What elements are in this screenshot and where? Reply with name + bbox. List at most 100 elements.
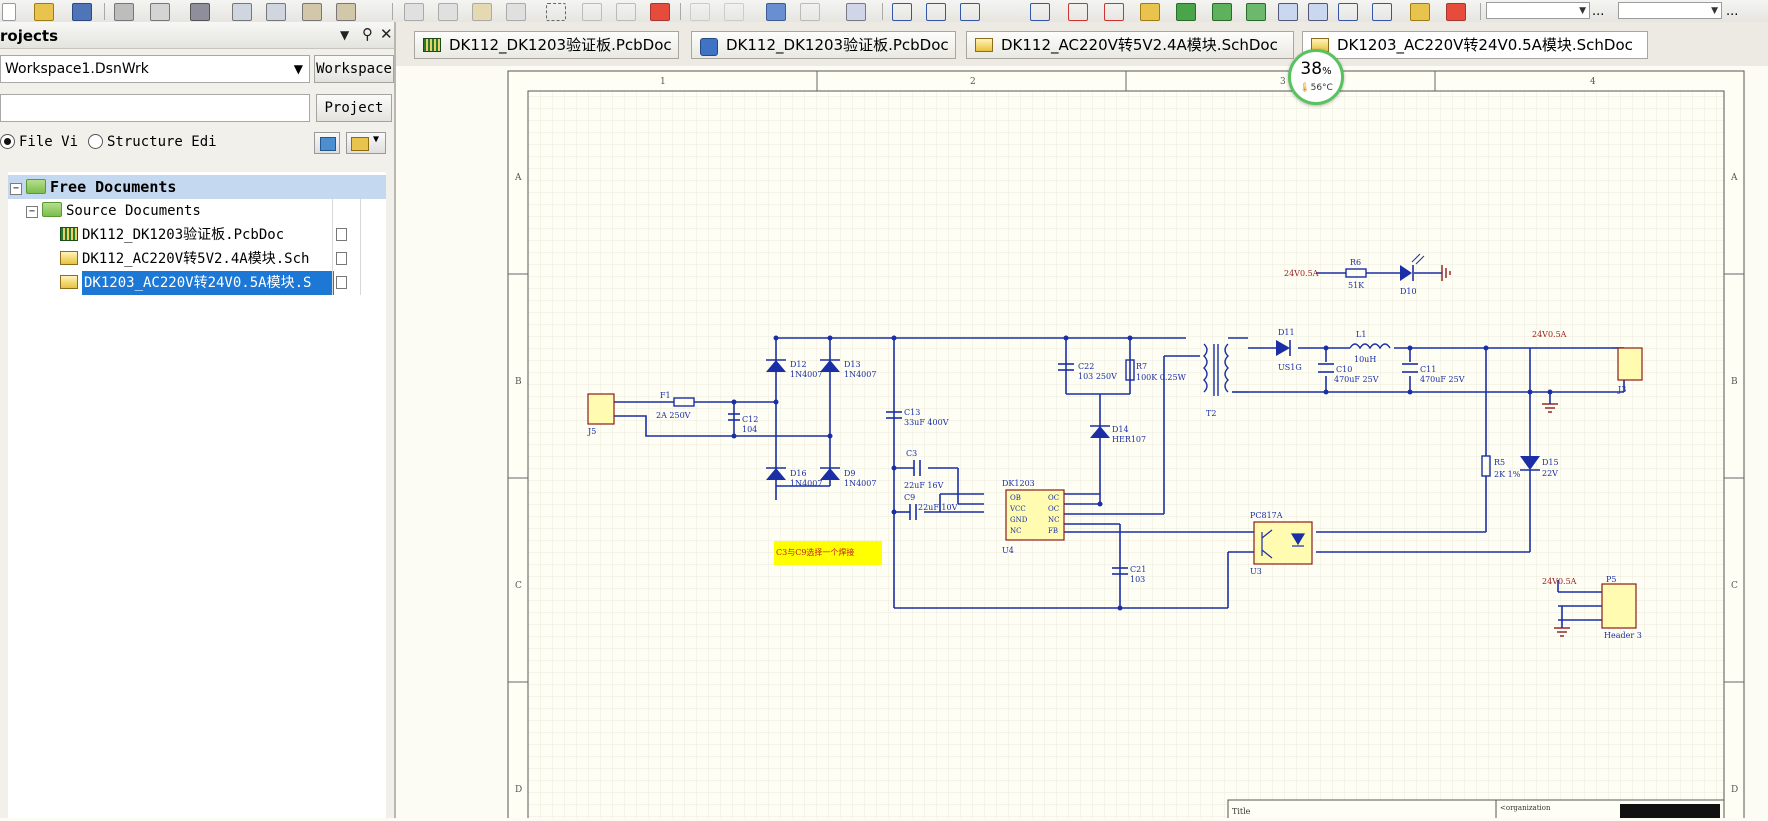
net-label-24v-j3[interactable]: 24V0.5A (1532, 330, 1567, 339)
open-project-icon[interactable] (190, 3, 210, 21)
move-icon[interactable] (582, 3, 602, 21)
project-input[interactable] (0, 94, 310, 122)
copy-icon[interactable] (438, 3, 458, 21)
project-menu-icon[interactable]: ▼ (346, 132, 386, 154)
place-bus-icon[interactable] (926, 3, 946, 21)
file-view-option[interactable]: File Vi (0, 134, 78, 150)
tree-item-source-documents[interactable]: −Source Documents (26, 199, 386, 223)
tab-pcb-2[interactable]: DK112_DK1203验证板.PcbDoc (691, 31, 956, 59)
connector-j5[interactable] (587, 393, 615, 425)
header-p5[interactable] (1601, 583, 1637, 629)
ground-symbol[interactable] (1441, 265, 1451, 281)
place-text-icon[interactable] (1372, 3, 1392, 21)
edit-icon[interactable] (1410, 3, 1430, 21)
close-icon[interactable]: ✕ (380, 25, 393, 43)
tab-sch-5v[interactable]: DK112_AC220V转5V2.4A模块.SchDoc (966, 31, 1294, 59)
diode-d11[interactable] (1276, 340, 1291, 356)
structure-editor-option[interactable]: Structure Edi (88, 134, 217, 150)
place-sheet-entry-icon[interactable] (1212, 3, 1232, 21)
place-offsheet-icon[interactable] (1308, 3, 1328, 21)
ic-u4-dk1203[interactable] (1005, 489, 1065, 541)
save-icon[interactable] (72, 3, 92, 21)
place-net-label-icon[interactable] (1030, 3, 1050, 21)
place-part-icon[interactable] (1140, 3, 1160, 21)
resistor-r5[interactable] (1481, 455, 1491, 477)
panel-menu-icon[interactable]: ▼ (340, 28, 350, 42)
pen-icon[interactable] (800, 3, 820, 21)
tree-item-free-documents[interactable]: −Free Documents (8, 175, 386, 199)
select-area-icon[interactable] (546, 3, 566, 21)
cross-probe-icon[interactable] (302, 3, 322, 21)
filter-combo[interactable]: ▼ (1618, 2, 1722, 19)
open-folder-icon[interactable] (34, 3, 54, 21)
connector-j3[interactable] (1617, 347, 1643, 381)
led-d10[interactable] (1400, 253, 1425, 281)
resistor-r6[interactable] (1345, 268, 1367, 278)
clear-selection-icon[interactable] (650, 3, 670, 21)
fuse-f1[interactable] (673, 397, 695, 407)
print-preview-icon[interactable] (150, 3, 170, 21)
collapse-icon[interactable]: − (26, 206, 38, 218)
diode-d9[interactable] (820, 468, 840, 480)
tree-item-file-selected[interactable]: DK1203_AC220V转24V0.5A模块.S (60, 271, 386, 295)
project-button[interactable]: Project (316, 94, 392, 122)
print-icon[interactable] (114, 3, 134, 21)
capacitor-c12[interactable] (728, 413, 740, 421)
tree-item-file[interactable]: DK112_AC220V转5V2.4A模块.Sch (60, 247, 330, 271)
inductor-l1[interactable] (1349, 343, 1391, 350)
project-options-icon[interactable] (314, 132, 340, 154)
place-port-icon[interactable] (1278, 3, 1298, 21)
pin-icon[interactable]: ⚲ (362, 25, 373, 43)
net-label-24v-p5[interactable]: 24V0.5A (1542, 577, 1577, 586)
place-directive-icon[interactable] (1338, 3, 1358, 21)
zoom-selected-icon[interactable] (266, 3, 286, 21)
tree-item-file[interactable]: DK112_DK1203验证板.PcbDoc (60, 223, 330, 247)
place-vcc-icon[interactable] (1104, 3, 1124, 21)
capacitor-c10[interactable] (1318, 363, 1334, 373)
transformer-t2[interactable] (1203, 343, 1229, 396)
toolbar-ellipsis[interactable]: ... (1592, 4, 1605, 19)
optocoupler-u3[interactable] (1253, 521, 1313, 565)
note-text[interactable]: C3与C9选择一个焊接 (776, 547, 854, 557)
zener-d15[interactable] (1520, 456, 1540, 471)
capacitor-c22[interactable] (1058, 363, 1074, 371)
capacitor-c3[interactable] (913, 460, 921, 476)
capacitor-c13[interactable] (886, 411, 902, 419)
browse-icon[interactable] (846, 3, 866, 21)
ground-symbol[interactable] (1554, 627, 1570, 637)
capacitor-c9[interactable] (909, 504, 917, 520)
rubber-stamp-icon[interactable] (506, 3, 526, 21)
diode-d14[interactable] (1090, 425, 1110, 438)
diode-d12[interactable] (766, 360, 786, 372)
structure-editor-radio[interactable] (88, 134, 103, 149)
zoom-area-icon[interactable] (232, 3, 252, 21)
place-wire-icon[interactable] (892, 3, 912, 21)
place-sheet-symbol-icon[interactable] (1176, 3, 1196, 21)
cpu-usage-badge[interactable]: 38% 🌡56°C (1288, 49, 1344, 105)
tab-pcb-1[interactable]: DK112_DK1203验证板.PcbDoc (414, 31, 679, 59)
collapse-icon[interactable]: − (10, 183, 22, 195)
ground-symbol[interactable] (1542, 403, 1558, 413)
capacitor-c21[interactable] (1112, 567, 1128, 575)
diode-d13[interactable] (820, 360, 840, 372)
place-signal-harness-icon[interactable] (960, 3, 980, 21)
place-device-sheet-icon[interactable] (1246, 3, 1266, 21)
toolbar-ellipsis[interactable]: ... (1726, 4, 1739, 19)
cross-select-icon[interactable] (336, 3, 356, 21)
new-file-icon[interactable] (2, 3, 16, 21)
undo-icon[interactable] (690, 3, 710, 21)
select-cross-icon[interactable] (616, 3, 636, 21)
workspace-button[interactable]: Workspace (314, 55, 394, 83)
resistor-r7[interactable] (1125, 359, 1135, 381)
net-label-24v[interactable]: 24V0.5A (1284, 269, 1319, 278)
zoom-combo[interactable]: ▼ (1486, 2, 1590, 19)
workspace-combo[interactable]: Workspace1.DsnWrk ▼ (0, 55, 310, 83)
delete-icon[interactable] (1446, 3, 1466, 21)
place-gnd-icon[interactable] (1068, 3, 1088, 21)
diode-d16[interactable] (766, 468, 786, 480)
diode-bridge[interactable] (766, 359, 840, 480)
file-view-radio[interactable] (0, 134, 15, 149)
cut-icon[interactable] (404, 3, 424, 21)
hierarchy-icon[interactable] (766, 3, 786, 21)
tab-sch-24v-active[interactable]: DK1203_AC220V转24V0.5A模块.SchDoc (1302, 31, 1648, 59)
